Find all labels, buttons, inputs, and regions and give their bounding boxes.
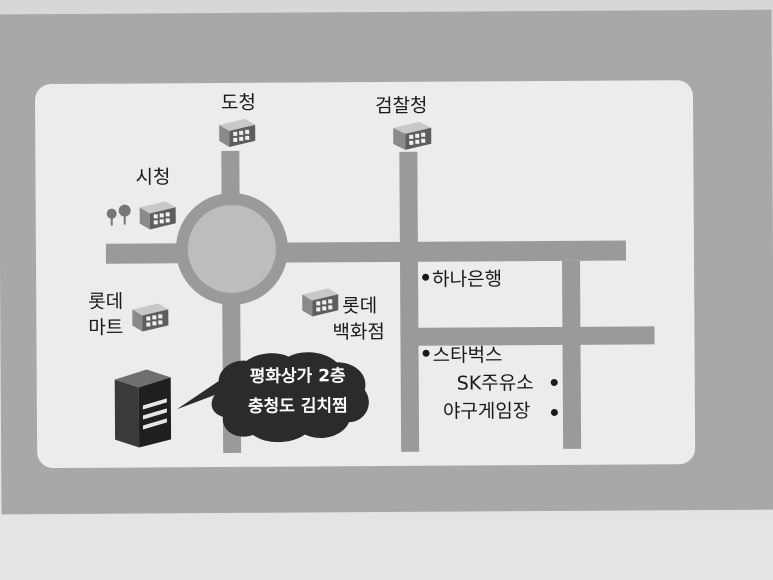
location-map: 평화상가 2층 충청도 김치찜 도청 검찰청 시청 롯데 마트 롯데 백화점 하… xyxy=(34,80,696,469)
building-icon-lotte-dept xyxy=(302,288,339,317)
marker-dot-sk-gas xyxy=(550,378,558,386)
marker-dot-starbucks xyxy=(422,349,430,357)
label-city-hall: 시청 xyxy=(135,166,171,189)
building-icon-lotte-mart xyxy=(132,303,169,332)
label-lotte-dept-2: 백화점 xyxy=(332,321,385,344)
label-baseball-game: 야구게임장 xyxy=(442,400,531,423)
roundabout-center xyxy=(187,204,276,293)
tree-icon xyxy=(106,204,131,226)
marker-dot-hana-bank xyxy=(422,273,430,281)
label-lotte-dept-1: 롯데 xyxy=(342,295,378,318)
business-card: 평화상가 2층 충청도 김치찜 도청 검찰청 시청 롯데 마트 롯데 백화점 하… xyxy=(0,9,773,515)
destination-bubble xyxy=(176,352,369,443)
road-vertical-right xyxy=(561,260,582,449)
building-icon-prosecutors-office xyxy=(393,121,432,150)
label-hana-bank: 하나은행 xyxy=(432,268,503,291)
building-icon-provincial-office xyxy=(219,118,256,147)
label-provincial-office: 도청 xyxy=(220,91,257,115)
building-icon-city-hall xyxy=(139,201,176,230)
destination-label: 평화상가 2층 충청도 김치찜 xyxy=(223,364,373,419)
label-starbucks: 스타벅스 xyxy=(432,344,503,367)
label-lotte-mart-1: 롯데 xyxy=(88,290,124,313)
marker-dot-baseball-game xyxy=(550,408,558,416)
label-lotte-mart-2: 마트 xyxy=(88,316,124,339)
destination-line2: 충청도 김치찜 xyxy=(247,396,348,417)
destination-tower-icon xyxy=(114,369,172,448)
road-vertical-center xyxy=(399,151,420,452)
destination-line1: 평화상가 2층 xyxy=(249,366,346,387)
label-prosecutors-office: 검찰청 xyxy=(374,94,428,118)
label-sk-gas: SK주유소 xyxy=(456,372,534,395)
road-horizontal-lower xyxy=(400,326,655,346)
